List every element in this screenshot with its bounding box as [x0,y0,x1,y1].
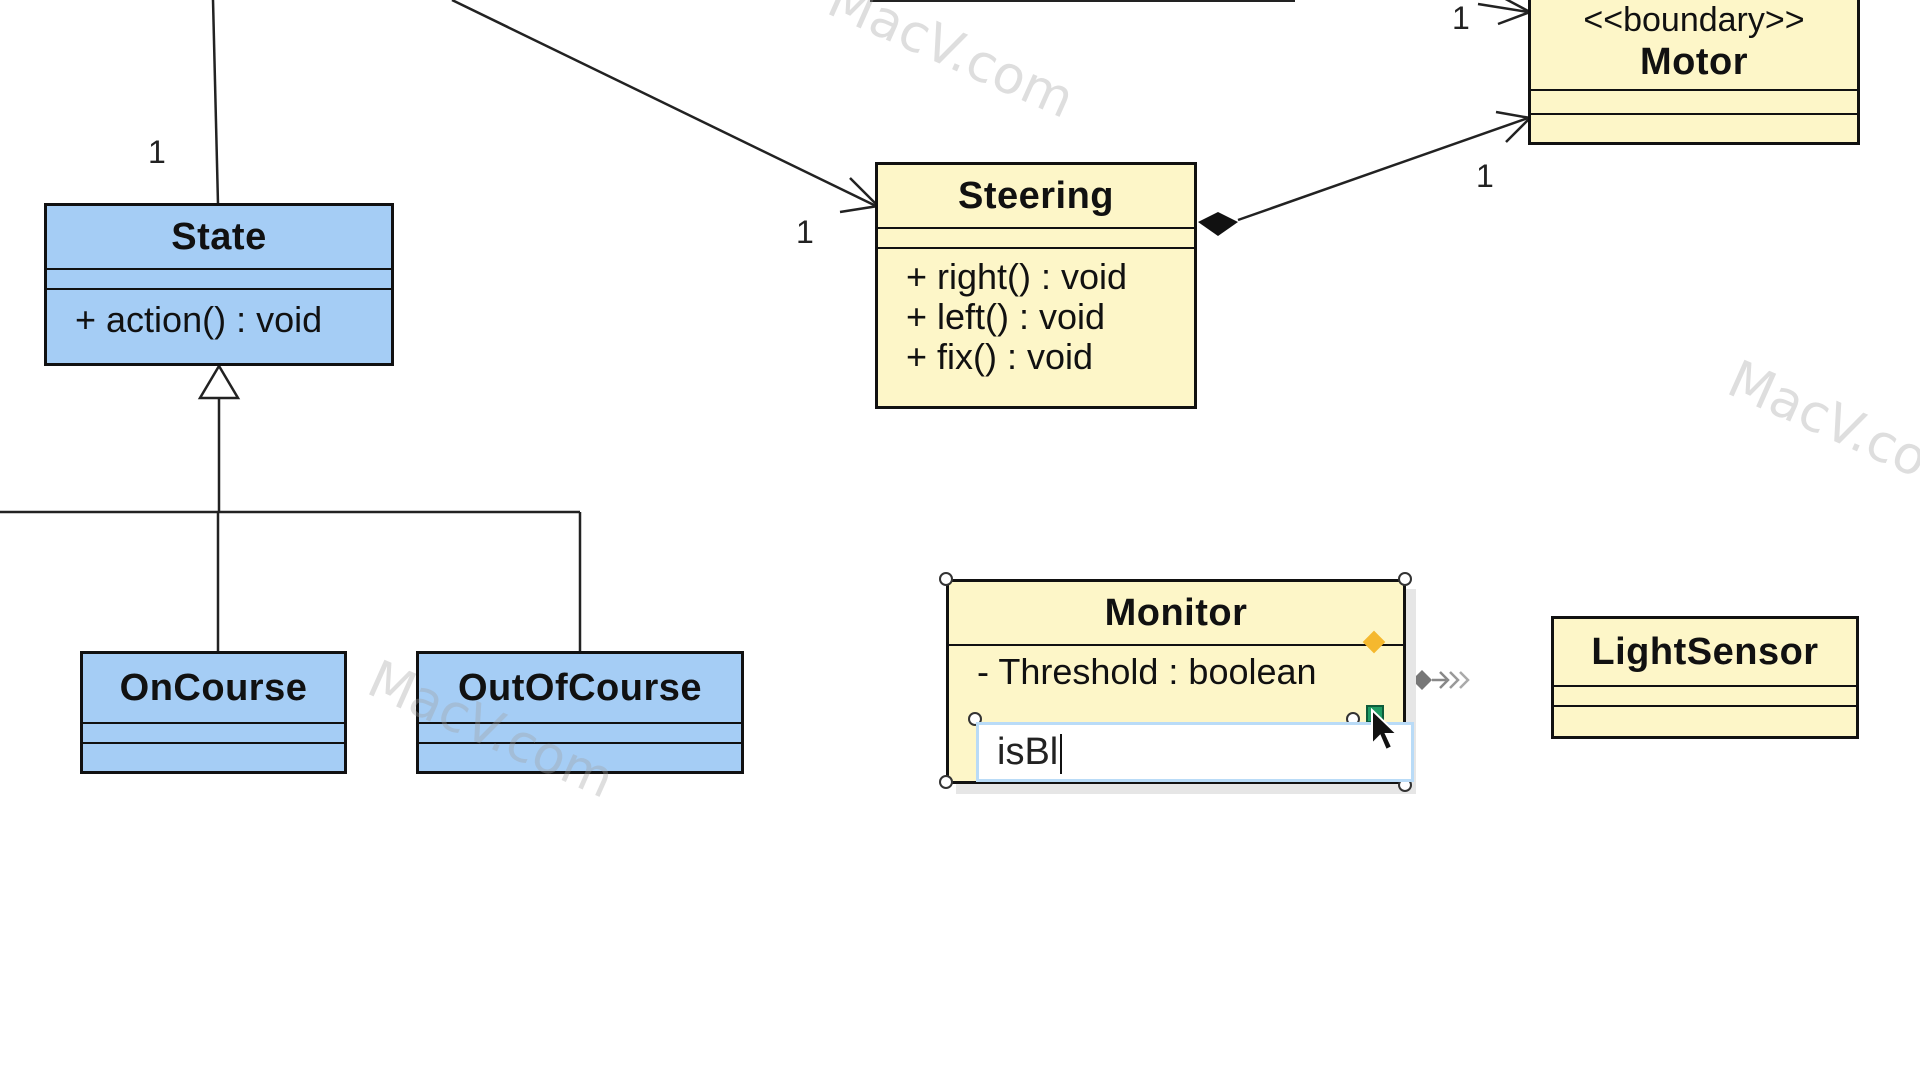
class-state-operations-compartment: + action() : void [47,288,391,340]
multiplicity-motor-top: 1 [1452,0,1470,36]
class-oncourse-attributes-compartment [83,722,344,742]
multiplicity-motor-bottom: 1 [1476,158,1494,194]
class-motor-stereotype: <<boundary>> [1583,1,1805,39]
class-motor[interactable]: <<boundary>> Motor [1528,0,1860,145]
class-state[interactable]: State + action() : void [44,203,394,366]
class-lightsensor-operations-compartment [1554,705,1856,727]
text-caret [1060,733,1063,774]
resource-connector-icon[interactable] [1412,670,1470,690]
selection-handle-top-left[interactable] [939,572,953,586]
arrowhead-steering [839,177,881,214]
class-outofcourse-name: OutOfCourse [457,667,703,709]
association-line-state[interactable] [211,0,220,205]
class-monitor-name: Monitor [1104,592,1248,634]
class-outofcourse[interactable]: OutOfCourse [416,651,744,774]
class-oncourse[interactable]: OnCourse [80,651,347,774]
selection-handle-top-right[interactable] [1398,572,1412,586]
class-motor-attributes-compartment [1531,89,1857,113]
class-outofcourse-attributes-compartment [419,722,741,742]
class-monitor-attributes-compartment: - Threshold : boolean [949,644,1403,692]
association-line-motor-top[interactable] [1477,2,1529,14]
class-steering-operations-compartment: + right() : void + left() : void + fix()… [878,247,1194,377]
class-steering[interactable]: Steering + right() : void + left() : voi… [875,162,1197,409]
generalization-triangle [197,363,241,400]
class-lightsensor-attributes-compartment [1554,685,1856,705]
class-steering-name: Steering [957,175,1115,217]
selection-handle-bottom-left[interactable] [939,775,953,789]
operation-left[interactable]: + left() : void [906,296,1106,337]
composition-diamond [1198,212,1238,236]
class-state-name: State [171,216,267,258]
attribute-threshold[interactable]: - Threshold : boolean [977,651,1317,692]
class-oncourse-name: OnCourse [119,667,308,709]
class-motor-operations-compartment [1531,113,1857,137]
operation-fix[interactable]: + fix() : void [906,336,1094,377]
class-state-attributes-separator [47,268,391,288]
class-steering-attributes-separator [878,227,1194,247]
multiplicity-state: 1 [148,134,166,170]
class-motor-name: Motor [1639,41,1749,83]
mouse-pointer-icon [1371,708,1400,752]
class-outofcourse-operations-compartment [419,742,741,764]
multiplicity-steering: 1 [796,214,814,250]
class-lightsensor[interactable]: LightSensor [1551,616,1859,739]
operation-right[interactable]: + right() : void [906,256,1128,297]
operation-action[interactable]: + action() : void [75,299,323,340]
association-line-steering[interactable] [451,0,877,208]
class-lightsensor-name: LightSensor [1591,631,1819,673]
composition-line[interactable] [1237,116,1529,222]
inline-editor-text: isBl [997,731,1059,773]
inline-attribute-editor[interactable]: isBl [976,722,1414,782]
class-oncourse-operations-compartment [83,742,344,764]
